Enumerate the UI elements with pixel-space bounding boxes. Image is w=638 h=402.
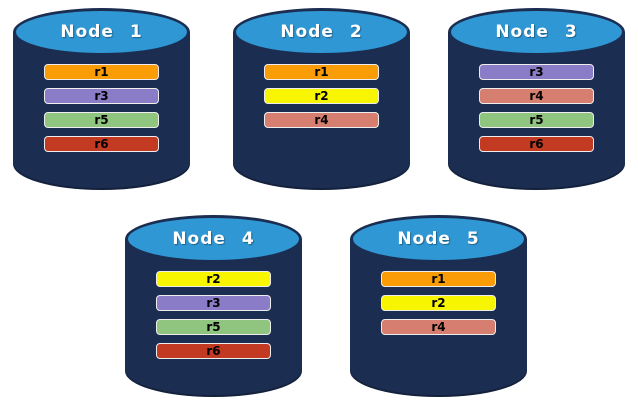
replica-bar-r6: r6 — [156, 343, 271, 359]
node-1-cylinder: Node 1 r1 r3 r5 r6 — [13, 8, 190, 190]
replica-bar-r2: r2 — [264, 88, 379, 104]
node-title: Node 3 — [495, 22, 578, 42]
node-4-cylinder: Node 4 r2 r3 r5 r6 — [125, 215, 302, 397]
replica-bar-r5: r5 — [479, 112, 594, 128]
node-title: Node 4 — [172, 229, 255, 249]
cylinder-body — [233, 32, 410, 190]
replica-bar-r6: r6 — [479, 136, 594, 152]
replica-bar-r5: r5 — [156, 319, 271, 335]
replica-bar-r3: r3 — [156, 295, 271, 311]
replica-bar-r2: r2 — [381, 295, 496, 311]
replica-bar-r1: r1 — [44, 64, 159, 80]
node-2-cylinder: Node 2 r1 r2 r4 — [233, 8, 410, 190]
cylinder-body — [350, 239, 527, 397]
cylinder-top: Node 2 — [233, 8, 410, 56]
cylinder-top: Node 1 — [13, 8, 190, 56]
replica-bar-r4: r4 — [264, 112, 379, 128]
replica-bar-r4: r4 — [479, 88, 594, 104]
replica-bar-r3: r3 — [479, 64, 594, 80]
node-5-cylinder: Node 5 r1 r2 r4 — [350, 215, 527, 397]
replica-bar-list: r3 r4 r5 r6 — [479, 64, 594, 152]
replica-bar-list: r2 r3 r5 r6 — [156, 271, 271, 359]
node-title: Node 5 — [397, 229, 480, 249]
replica-bar-list: r1 r2 r4 — [381, 271, 496, 335]
replica-bar-r2: r2 — [156, 271, 271, 287]
replica-bar-list: r1 r3 r5 r6 — [44, 64, 159, 152]
cylinder-top: Node 4 — [125, 215, 302, 263]
replica-bar-r1: r1 — [264, 64, 379, 80]
replica-bar-r3: r3 — [44, 88, 159, 104]
replica-bar-r4: r4 — [381, 319, 496, 335]
node-3-cylinder: Node 3 r3 r4 r5 r6 — [448, 8, 625, 190]
replica-bar-r6: r6 — [44, 136, 159, 152]
node-title: Node 1 — [60, 22, 143, 42]
cylinder-body — [448, 32, 625, 190]
cylinder-body — [125, 239, 302, 397]
node-title: Node 2 — [280, 22, 363, 42]
cylinder-body — [13, 32, 190, 190]
replica-bar-r1: r1 — [381, 271, 496, 287]
replica-bar-r5: r5 — [44, 112, 159, 128]
cylinder-top: Node 3 — [448, 8, 625, 56]
replica-bar-list: r1 r2 r4 — [264, 64, 379, 128]
cylinder-top: Node 5 — [350, 215, 527, 263]
